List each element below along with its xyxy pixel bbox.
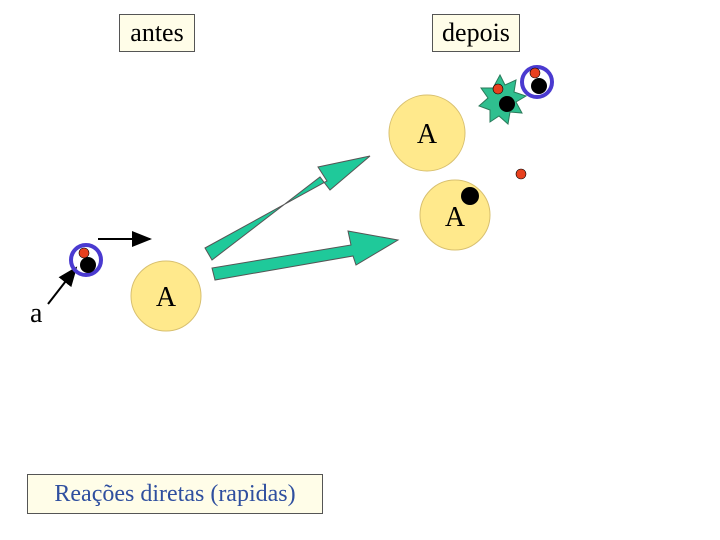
outgoing-arrow-lower <box>211 230 400 281</box>
label-after: depois <box>432 14 520 52</box>
target-nucleus-label: A <box>156 282 177 313</box>
target-nucleus <box>130 260 202 332</box>
caption: Reações diretas (rapidas) <box>27 474 323 514</box>
burst-proton <box>492 83 504 95</box>
captured-neutron <box>461 187 479 205</box>
free-proton <box>515 168 527 180</box>
projectile-label: a <box>30 298 43 329</box>
ejected-particle <box>520 65 554 99</box>
product-nucleus-upper <box>388 94 466 172</box>
label-before: antes <box>119 14 195 52</box>
burst-neutron <box>499 96 515 112</box>
outgoing-arrow-upper <box>204 155 371 261</box>
product-nucleus-lower-label: A <box>445 202 466 233</box>
pointer-arrow <box>47 266 78 305</box>
projectile-particle <box>69 243 103 277</box>
product-nucleus-upper-label: A <box>417 119 438 150</box>
